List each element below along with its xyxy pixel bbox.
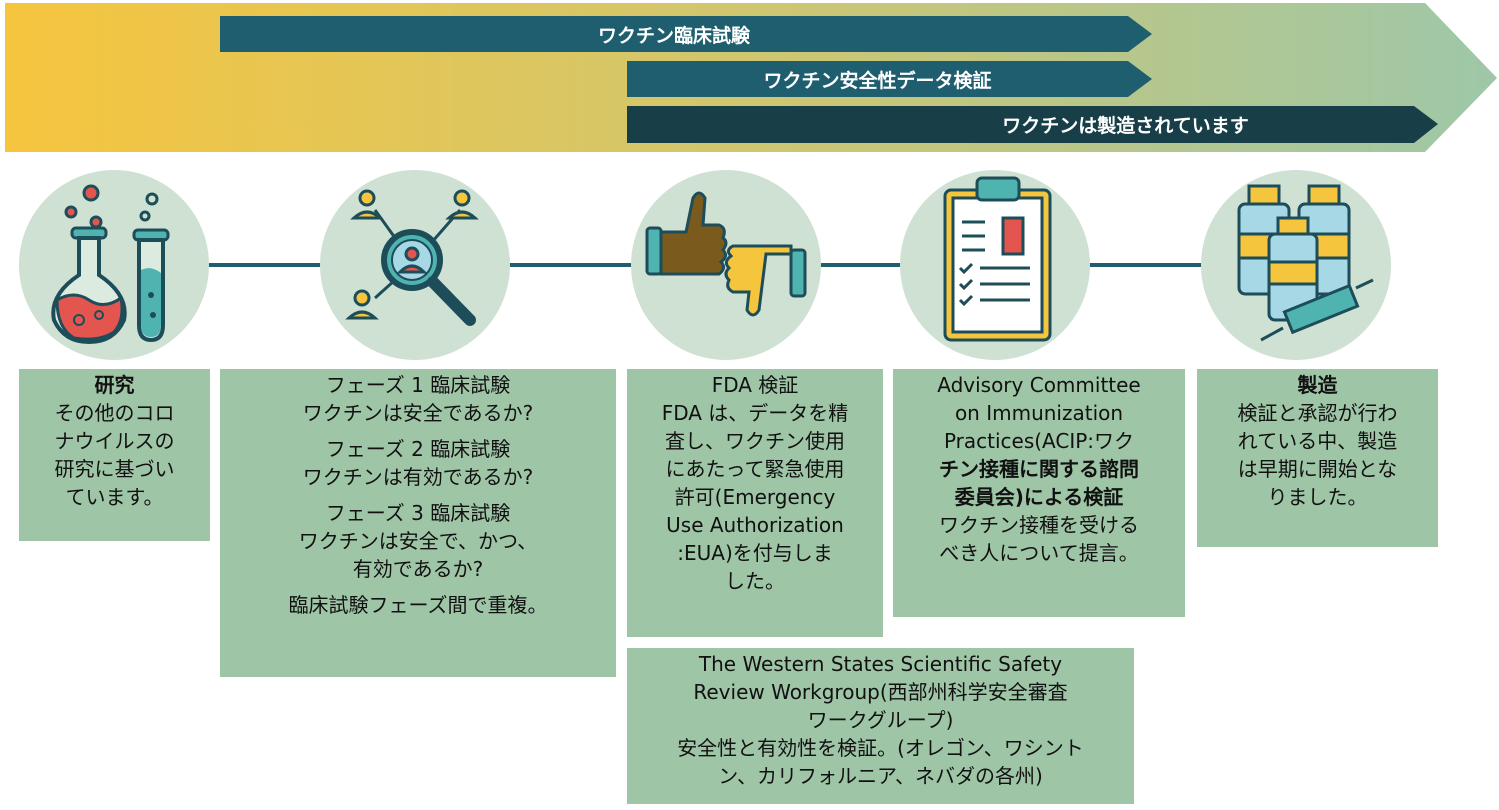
acip-body-1: ワクチン接種を受ける xyxy=(939,513,1139,537)
phase3-title: フェーズ 3 臨床試験 xyxy=(325,501,511,525)
manufacturing-circle xyxy=(1201,170,1391,360)
acip-title-5: 委員会)による検証 xyxy=(954,485,1124,509)
fda-line-6: :EUA)を付与しま xyxy=(677,541,833,565)
phase2-title: フェーズ 2 臨床試験 xyxy=(325,437,511,461)
acip-circle xyxy=(900,170,1090,360)
trials-circle xyxy=(320,170,510,360)
research-line-3: 研究に基づい xyxy=(54,457,175,481)
clipboard-checklist-icon xyxy=(943,176,1052,342)
western-states-box: The Western States Scientific Safety Rev… xyxy=(627,648,1134,804)
research-line-1: その他のコロ xyxy=(54,401,175,425)
fda-circle xyxy=(631,170,821,360)
phase2-question: ワクチンは有効であるか? xyxy=(302,465,534,489)
thumbs-up-down-icon xyxy=(645,191,807,317)
acip-title-3: Practices(ACIP:ワク xyxy=(943,429,1135,453)
timeline-banner xyxy=(5,3,1497,152)
fda-line-5: Use Authorization xyxy=(666,513,844,537)
vials-syringe-icon xyxy=(1237,184,1374,342)
western-body-2: ン、カリフォルニア、ネバダの各州) xyxy=(718,764,1043,788)
western-title-3: ワークグループ) xyxy=(807,708,954,732)
fda-line-3: にあたって緊急使用 xyxy=(665,457,845,481)
western-body-1: 安全性と有効性を検証。(オレゴン、ワシント xyxy=(677,736,1084,760)
manufacturing-line-1: 検証と承認が行わ xyxy=(1237,401,1398,425)
safety-data-bar-label: ワクチン安全性データ検証 xyxy=(763,69,992,92)
phase3-question-2: 有効であるか? xyxy=(352,557,484,581)
fda-title: FDA 検証 xyxy=(711,373,799,397)
research-line-4: ています。 xyxy=(65,485,164,509)
clinical-trials-bar: ワクチン臨床試験 xyxy=(220,16,1128,52)
fda-box: FDA 検証 FDA は、データを精 査し、ワクチン使用 にあたって緊急使用 許… xyxy=(627,369,883,637)
acip-box: Advisory Committee on Immunization Pract… xyxy=(893,369,1185,617)
manufacturing-title: 製造 xyxy=(1297,373,1338,397)
magnifier-people-icon xyxy=(345,189,479,326)
acip-title-1: Advisory Committee xyxy=(937,373,1141,397)
fda-line-4: 許可(Emergency xyxy=(674,485,836,509)
manufacturing-line-3: は早期に開始とな xyxy=(1237,457,1398,481)
manufacturing-bar: ワクチンは製造されています xyxy=(627,106,1414,143)
acip-title-4: チン接種に関する諮問 xyxy=(939,457,1139,481)
safety-data-bar: ワクチン安全性データ検証 xyxy=(627,61,1128,97)
manufacturing-line-2: れている中、製造 xyxy=(1237,429,1398,453)
manufacturing-box: 製造 検証と承認が行わ れている中、製造 は早期に開始とな りました。 xyxy=(1197,369,1438,547)
phase1-question: ワクチンは安全であるか? xyxy=(302,401,534,425)
research-line-2: ナウイルスの xyxy=(54,429,175,453)
manufacturing-line-4: りました。 xyxy=(1267,485,1368,509)
research-circle xyxy=(19,170,209,360)
fda-line-1: FDA は、データを精 xyxy=(661,401,849,425)
phase3-question-1: ワクチンは安全で、かつ、 xyxy=(298,529,538,553)
clinical-trials-bar-label: ワクチン臨床試験 xyxy=(597,24,750,47)
acip-body-2: べき人について提言。 xyxy=(939,541,1139,565)
western-title-2: Review Workgroup(西部州科学安全審査 xyxy=(693,680,1068,704)
research-title: 研究 xyxy=(94,373,135,397)
manufacturing-bar-label: ワクチンは製造されています xyxy=(1002,115,1249,137)
fda-line-7: した。 xyxy=(725,569,785,593)
flask-test-tube-icon xyxy=(51,184,170,345)
fda-line-2: 査し、ワクチン使用 xyxy=(665,429,845,453)
phase-overlap-note: 臨床試験フェーズ間で重複。 xyxy=(288,593,548,617)
acip-title-2: on Immunization xyxy=(954,401,1124,425)
phase1-title: フェーズ 1 臨床試験 xyxy=(325,373,511,397)
research-box: 研究 その他のコロ ナウイルスの 研究に基づい ています。 xyxy=(19,369,210,541)
trials-box: フェーズ 1 臨床試験 ワクチンは安全であるか? フェーズ 2 臨床試験 ワクチ… xyxy=(220,369,616,677)
western-title-1: The Western States Scientific Safety xyxy=(698,652,1063,676)
